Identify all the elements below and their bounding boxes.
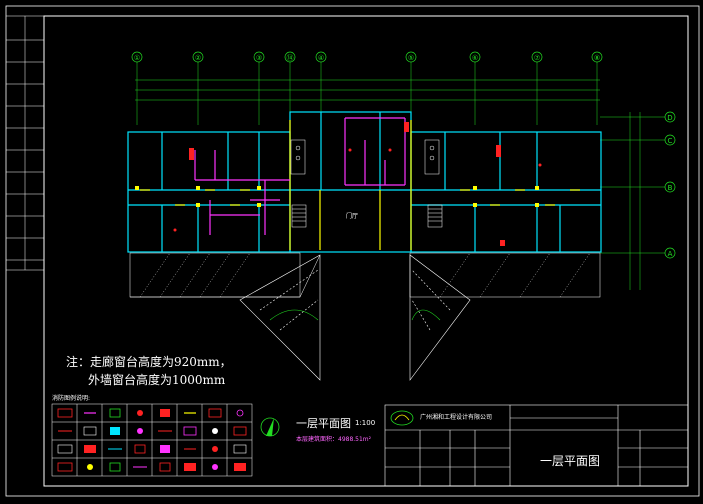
- doors: [140, 120, 580, 250]
- axis-label: C: [668, 137, 673, 145]
- axis-label: ⑧: [594, 54, 600, 62]
- inner-frame: [43, 15, 689, 487]
- floor-area: 本层建筑面积：4988.51m²: [296, 436, 372, 443]
- axis-label: D: [667, 114, 672, 122]
- stairs: [291, 204, 443, 228]
- axis-label: ⑭: [287, 54, 294, 62]
- axis-label: ⑦: [534, 54, 540, 62]
- axis-label: ④: [318, 54, 324, 62]
- fire-pipes: [194, 117, 406, 235]
- legend-table: [51, 403, 253, 477]
- note-line-1: 注：走廊窗台高度为920mm，: [66, 355, 232, 369]
- room-label-hall: 门厅: [346, 212, 358, 220]
- title-block: [384, 404, 689, 487]
- entrance-ramps: [239, 254, 471, 381]
- plan-title: 一层平面图: [296, 417, 351, 430]
- top-axis-bubbles: ① ② ③ ⑭ ④ ⑤ ⑥ ⑦ ⑧: [131, 51, 603, 63]
- axis-label: ⑥: [472, 54, 478, 62]
- front-terrace: [129, 252, 601, 298]
- legend-symbols: [57, 408, 247, 472]
- company-logo-icon: [390, 410, 414, 426]
- toilets: [290, 139, 440, 175]
- columns: [135, 186, 539, 207]
- binding-strip: [6, 15, 44, 271]
- company-name: 广州湘和工程设计有限公司: [420, 414, 493, 421]
- axis-label: ①: [134, 54, 140, 62]
- sprinklers: [173, 122, 542, 246]
- right-axis-bubbles: D C B A: [600, 111, 676, 290]
- axis-label: ⑤: [408, 54, 414, 62]
- drawing-name: 一层平面图: [540, 454, 601, 468]
- plan-scale: 1:100: [355, 419, 376, 427]
- outer-frame: [5, 5, 700, 497]
- axis-label: B: [668, 184, 673, 192]
- axis-label: A: [668, 250, 673, 258]
- axis-label: ②: [195, 54, 201, 62]
- north-arrow-icon: [260, 417, 280, 437]
- note-line-2: 外墙窗台高度为1000mm: [88, 373, 226, 387]
- top-dimensions: [135, 62, 600, 125]
- legend-title: 消防图例说明:: [52, 395, 91, 402]
- axis-label: ③: [256, 54, 262, 62]
